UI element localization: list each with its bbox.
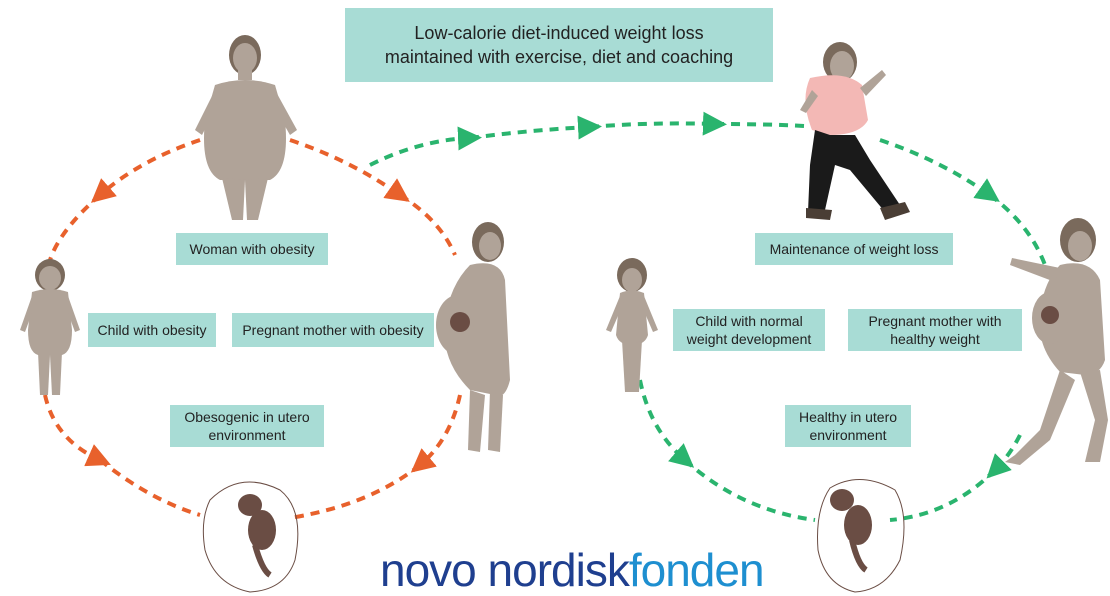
pregnant-obesity-figure: [436, 222, 510, 452]
label-woman-obesity: Woman with obesity: [176, 233, 328, 265]
walking-woman-figure: [800, 42, 910, 220]
logo-part2: fonden: [629, 544, 764, 596]
woman-obesity-figure: [195, 35, 297, 220]
label-pregnant-healthy: Pregnant mother with healthy weight: [848, 309, 1022, 351]
novo-nordisk-fonden-logo: novo nordiskfonden: [380, 545, 764, 595]
child-obesity-figure: [20, 259, 80, 395]
fetus-left-figure: [203, 482, 298, 592]
label-healthy-utero: Healthy in utero environment: [785, 405, 911, 447]
label-child-normal: Child with normal weight development: [673, 309, 825, 351]
label-maintenance: Maintenance of weight loss: [755, 233, 953, 265]
logo-part1: novo nordisk: [380, 544, 629, 596]
label-pregnant-obesity: Pregnant mother with obesity: [232, 313, 434, 347]
label-obesogenic-utero: Obesogenic in utero environment: [170, 405, 324, 447]
child-normal-figure: [606, 258, 658, 392]
fetus-right-figure: [818, 479, 905, 592]
label-child-obesity: Child with obesity: [88, 313, 216, 347]
diagram-title: Low-calorie diet-induced weight loss mai…: [345, 8, 773, 82]
